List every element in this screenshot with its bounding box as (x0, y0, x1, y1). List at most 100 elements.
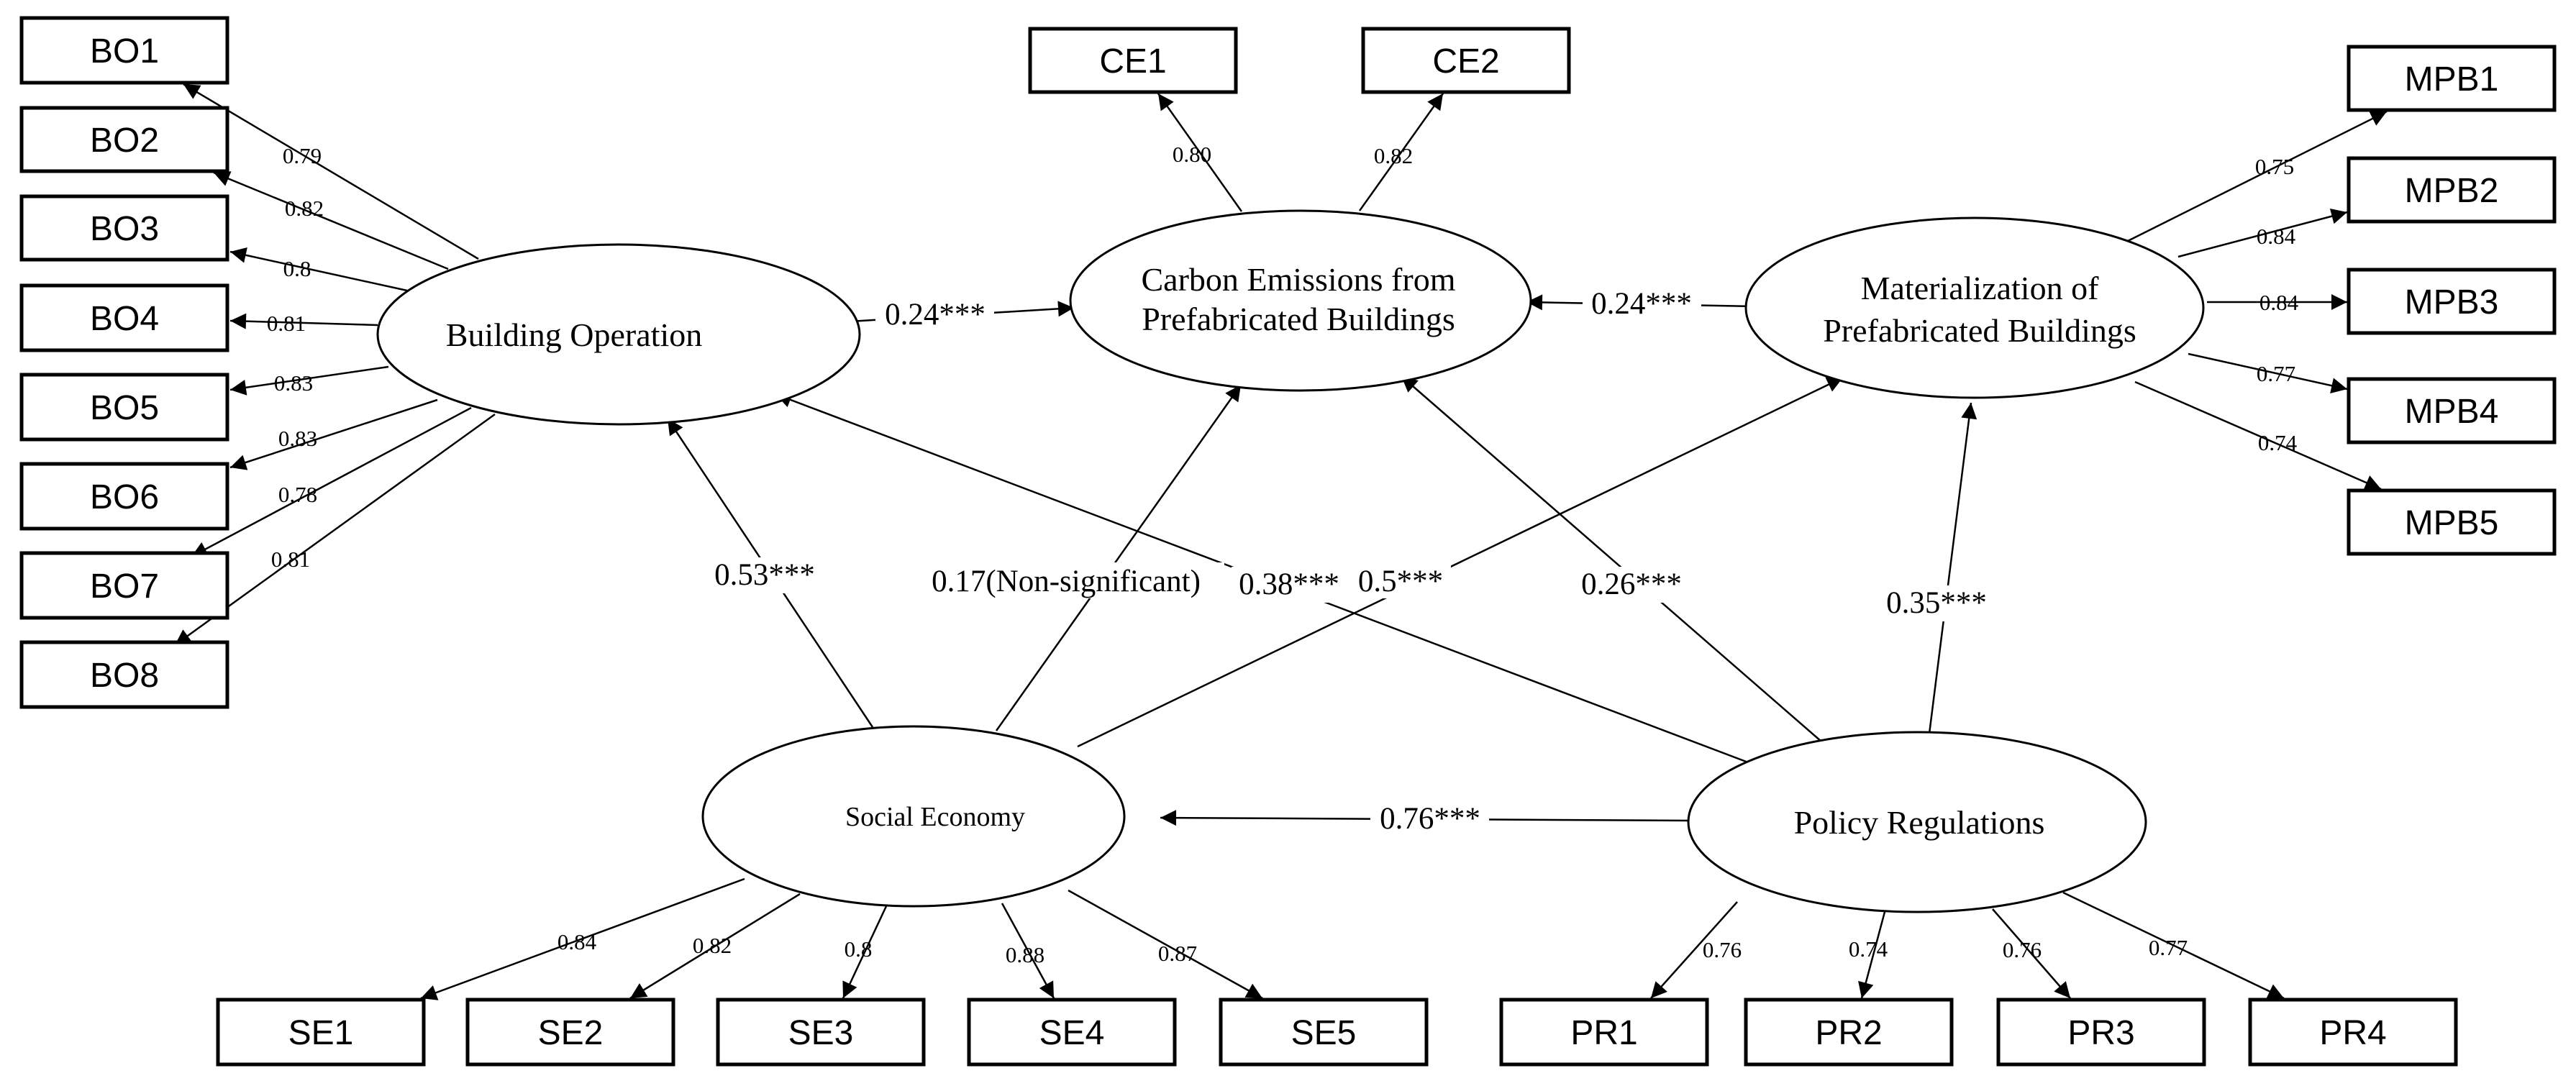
loading-label-bo1: 0.79 (283, 143, 322, 168)
indicator-box-pr4: PR4 (2248, 998, 2458, 1067)
indicator-label: BO4 (90, 300, 159, 338)
loading-label-bo4: 0.81 (267, 311, 306, 336)
loading-label-mpb4: 0.77 (2257, 361, 2295, 386)
indicator-box-se2: SE2 (465, 998, 675, 1067)
loading-label-bo5: 0.83 (274, 370, 313, 396)
indicator-box-bo7: BO7 (19, 551, 229, 620)
loading-label-mpb3: 0.84 (2259, 290, 2299, 315)
latent-bo: Building Operation (376, 243, 861, 426)
loading-arrow-se5 (1068, 889, 1263, 1000)
path-label-pr-bo: 0.38*** (1239, 567, 1339, 601)
indicator-label: SE5 (1291, 1014, 1357, 1052)
loading-arrow-bo2 (213, 171, 449, 270)
bo-indicators: BO1 BO2 BO3 BO4 BO5 BO6 BO7 BO8 (19, 16, 496, 709)
loading-arrow-bo5 (229, 365, 389, 396)
path-labels: 0.24*** 0.24*** 0.53*** 0.17(Non-signifi… (707, 286, 1996, 837)
construct-label-ce-line2: Prefabricated Buildings (1142, 301, 1455, 337)
indicator-label: BO7 (90, 567, 159, 606)
indicator-label: CE1 (1099, 42, 1166, 81)
indicator-box-ce1: CE1 (1028, 27, 1238, 94)
loading-label-mpb1: 0.75 (2255, 154, 2294, 179)
path-label-se-bo: 0.53*** (714, 558, 815, 592)
latent-ce: Carbon Emissions from Prefabricated Buil… (1069, 209, 1532, 392)
path-label-mpb-ce: 0.24*** (1591, 287, 1692, 321)
loading-label-mpb5: 0.74 (2258, 430, 2298, 455)
loading-label-bo3: 0.8 (283, 256, 311, 281)
se-indicators: SE1 SE2 SE3 SE4 SE5 0.84 0.82 0.8 0.88 0… (216, 877, 1429, 1067)
loading-label-ce1: 0.80 (1173, 142, 1211, 167)
loading-arrow-se2 (629, 893, 801, 1000)
indicator-label: SE3 (788, 1014, 854, 1052)
path-label-pr-se: 0.76*** (1380, 802, 1480, 836)
loading-arrow-bo4 (229, 313, 378, 329)
indicator-box-pr3: PR3 (1996, 998, 2206, 1067)
indicator-box-mpb4: MPB4 (2347, 377, 2557, 444)
path-label-se-ce: 0.17(Non-significant) (932, 565, 1201, 598)
indicator-label: PR1 (1570, 1014, 1637, 1052)
indicator-box-bo2: BO2 (19, 106, 229, 173)
construct-label-bo: Building Operation (446, 316, 702, 353)
loading-label-bo7: 0.78 (278, 482, 317, 507)
indicator-label: SE4 (1039, 1014, 1105, 1052)
loading-arrow-se4 (1001, 903, 1055, 999)
loading-arrow-ce2 (1358, 93, 1444, 211)
loading-arrow-bo1 (183, 83, 479, 260)
indicator-label: MPB5 (2405, 504, 2499, 542)
latent-mpb: Materialization of Prefabricated Buildin… (1744, 216, 2205, 399)
indicator-label: BO5 (90, 389, 159, 427)
loading-arrow-pr3 (1992, 908, 2071, 999)
indicator-box-se3: SE3 (716, 998, 926, 1067)
loading-label-pr2: 0.74 (1849, 936, 1888, 962)
loading-label-pr1: 0.76 (1703, 937, 1742, 962)
path-arrow-pr-mpb (1928, 402, 1977, 734)
construct-label-se: Social Economy (845, 802, 1025, 832)
loading-label-se2: 0.82 (693, 933, 732, 958)
loading-arrow-bo6 (229, 398, 438, 470)
indicator-label: BO6 (90, 478, 159, 516)
indicator-box-bo6: BO6 (19, 462, 229, 531)
loading-label-pr3: 0.76 (2003, 937, 2042, 962)
loading-arrow-mpb4 (2188, 352, 2348, 393)
indicator-label: BO2 (90, 122, 159, 160)
loading-arrow-mpb5 (2134, 380, 2382, 490)
construct-label-mpb-line2: Prefabricated Buildings (1823, 312, 2136, 349)
indicator-label: SE2 (538, 1014, 604, 1052)
indicator-label: MPB2 (2405, 172, 2499, 210)
path-arrow-pr-ce (1401, 375, 1822, 742)
indicator-box-pr2: PR2 (1744, 998, 1954, 1067)
path-label-bo-ce: 0.24*** (885, 298, 986, 332)
indicator-box-mpb3: MPB3 (2347, 268, 2557, 335)
loading-arrow-ce1 (1157, 93, 1243, 212)
loading-label-mpb2: 0.84 (2257, 224, 2296, 249)
path-arrow-se-ce (995, 384, 1242, 731)
latent-pr: Policy Regulations (1687, 731, 2147, 913)
indicator-box-mpb2: MPB2 (2347, 156, 2557, 224)
indicator-label: PR3 (2067, 1014, 2134, 1052)
construct-label-ce-line1: Carbon Emissions from (1142, 261, 1456, 298)
indicator-label: BO8 (90, 657, 159, 695)
loading-arrow-mpb1 (2127, 110, 2388, 242)
indicator-label: SE1 (288, 1014, 354, 1052)
loading-label-bo8: 0.81 (271, 547, 310, 572)
indicator-box-bo3: BO3 (19, 194, 229, 262)
loading-label-se1: 0.84 (557, 929, 597, 954)
mpb-indicators: MPB1 MPB2 MPB3 MPB4 MPB5 0.75 0.84 0.84 … (2127, 45, 2557, 556)
path-label-se-mpb: 0.5*** (1358, 565, 1443, 598)
indicator-box-bo4: BO4 (19, 283, 229, 352)
latent-se: Social Economy (701, 725, 1126, 908)
loading-label-se5: 0.87 (1158, 941, 1197, 966)
loading-label-se4: 0.88 (1006, 942, 1044, 967)
loading-label-ce2: 0.82 (1374, 143, 1413, 168)
path-label-pr-ce: 0.26*** (1581, 567, 1682, 601)
loading-arrow-se1 (420, 877, 745, 1000)
loading-arrow-se3 (842, 905, 888, 999)
indicator-label: BO1 (90, 32, 159, 70)
indicator-box-bo8: BO8 (19, 640, 229, 709)
indicator-box-ce2: CE2 (1361, 27, 1571, 94)
loading-arrow-bo7 (191, 406, 472, 558)
indicator-label: BO3 (90, 210, 159, 248)
indicator-box-se4: SE4 (967, 998, 1177, 1067)
loading-arrow-bo3 (229, 247, 408, 292)
indicator-label: PR2 (1815, 1014, 1882, 1052)
